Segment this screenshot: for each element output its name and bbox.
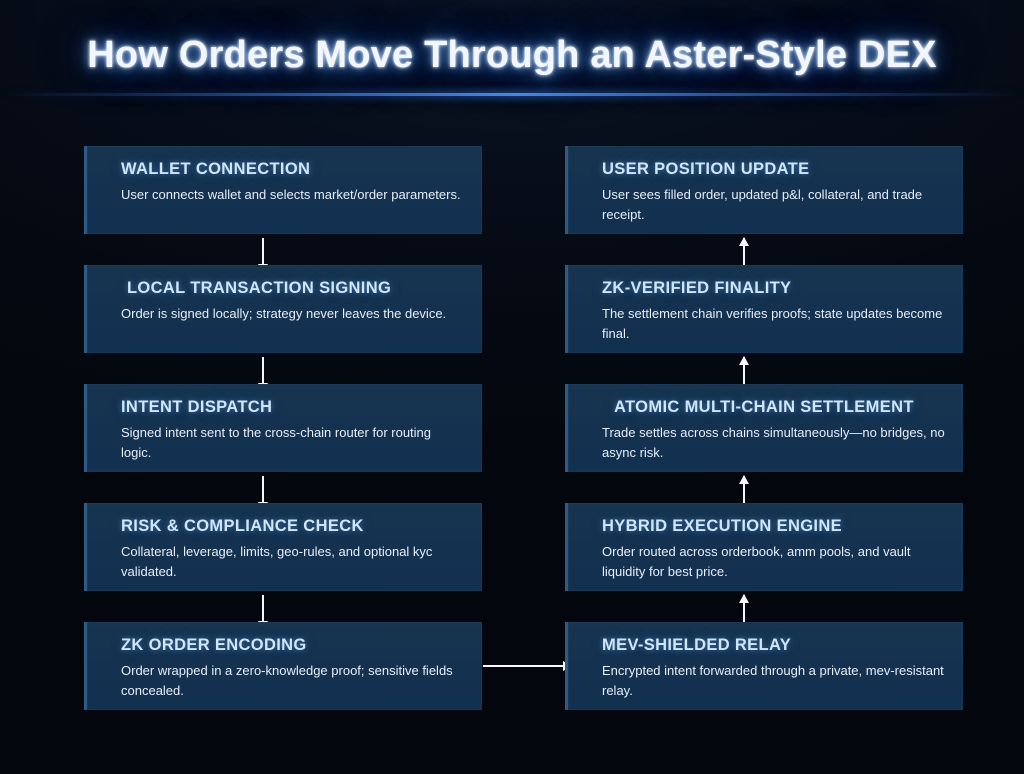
card-title: INTENT DISPATCH: [121, 398, 273, 416]
card-body: Signed intent sent to the cross-chain ro…: [121, 425, 432, 460]
card-title: HYBRID EXECUTION ENGINE: [602, 517, 842, 535]
card-body: User connects wallet and selects market/…: [121, 187, 461, 203]
card-body: Trade settles across chains simultaneous…: [602, 425, 945, 460]
flow-step-card-wallet-connection[interactable]: WALLET CONNECTION User connects wallet a…: [84, 146, 482, 234]
card-title: WALLET CONNECTION: [121, 160, 311, 178]
flow-step-card-mev-shielded-relay[interactable]: MEV-SHIELDED RELAY Encrypted intent forw…: [565, 622, 963, 710]
card-body: Order wrapped in a zero-knowledge proof;…: [121, 663, 453, 698]
card-body: Order routed across orderbook, amm pools…: [602, 544, 911, 579]
card-body: Encrypted intent forwarded through a pri…: [602, 663, 944, 698]
flow-step-card-risk-compliance-check[interactable]: RISK & COMPLIANCE CHECK Collateral, leve…: [84, 503, 482, 591]
arrow-up-icon: [736, 594, 752, 629]
arrow-right-icon: [483, 658, 572, 674]
card-title: ATOMIC MULTI-CHAIN SETTLEMENT: [614, 398, 914, 416]
arrow-up-icon: [736, 237, 752, 272]
flow-step-card-zk-order-encoding[interactable]: ZK ORDER ENCODING Order wrapped in a zer…: [84, 622, 482, 710]
flow-step-card-atomic-multi-chain-settlement[interactable]: ATOMIC MULTI-CHAIN SETTLEMENT Trade sett…: [565, 384, 963, 472]
arrow-up-icon: [736, 356, 752, 391]
header-divider: [0, 93, 1024, 96]
card-body: Order is signed locally; strategy never …: [121, 306, 447, 322]
card-body: The settlement chain verifies proofs; st…: [602, 306, 943, 341]
card-title: ZK-VERIFIED FINALITY: [602, 279, 792, 297]
flow-step-card-zk-verified-finality[interactable]: ZK-VERIFIED FINALITY The settlement chai…: [565, 265, 963, 353]
page-title: How Orders Move Through an Aster-Style D…: [87, 34, 937, 76]
flow-step-card-user-position-update[interactable]: USER POSITION UPDATE User sees filled or…: [565, 146, 963, 234]
card-title: RISK & COMPLIANCE CHECK: [121, 517, 364, 535]
card-body: Collateral, leverage, limits, geo-rules,…: [121, 544, 433, 579]
flow-step-card-local-transaction-signing[interactable]: LOCAL TRANSACTION SIGNING Order is signe…: [84, 265, 482, 353]
card-title: MEV-SHIELDED RELAY: [602, 636, 792, 654]
arrow-up-icon: [736, 475, 752, 510]
card-title: LOCAL TRANSACTION SIGNING: [127, 279, 392, 297]
card-body: User sees filled order, updated p&l, col…: [602, 187, 923, 222]
header: How Orders Move Through an Aster-Style D…: [0, 0, 1024, 100]
card-title: USER POSITION UPDATE: [602, 160, 810, 178]
card-title: ZK ORDER ENCODING: [121, 636, 307, 654]
flow-step-card-hybrid-execution-engine[interactable]: HYBRID EXECUTION ENGINE Order routed acr…: [565, 503, 963, 591]
flow-step-card-intent-dispatch[interactable]: INTENT DISPATCH Signed intent sent to th…: [84, 384, 482, 472]
